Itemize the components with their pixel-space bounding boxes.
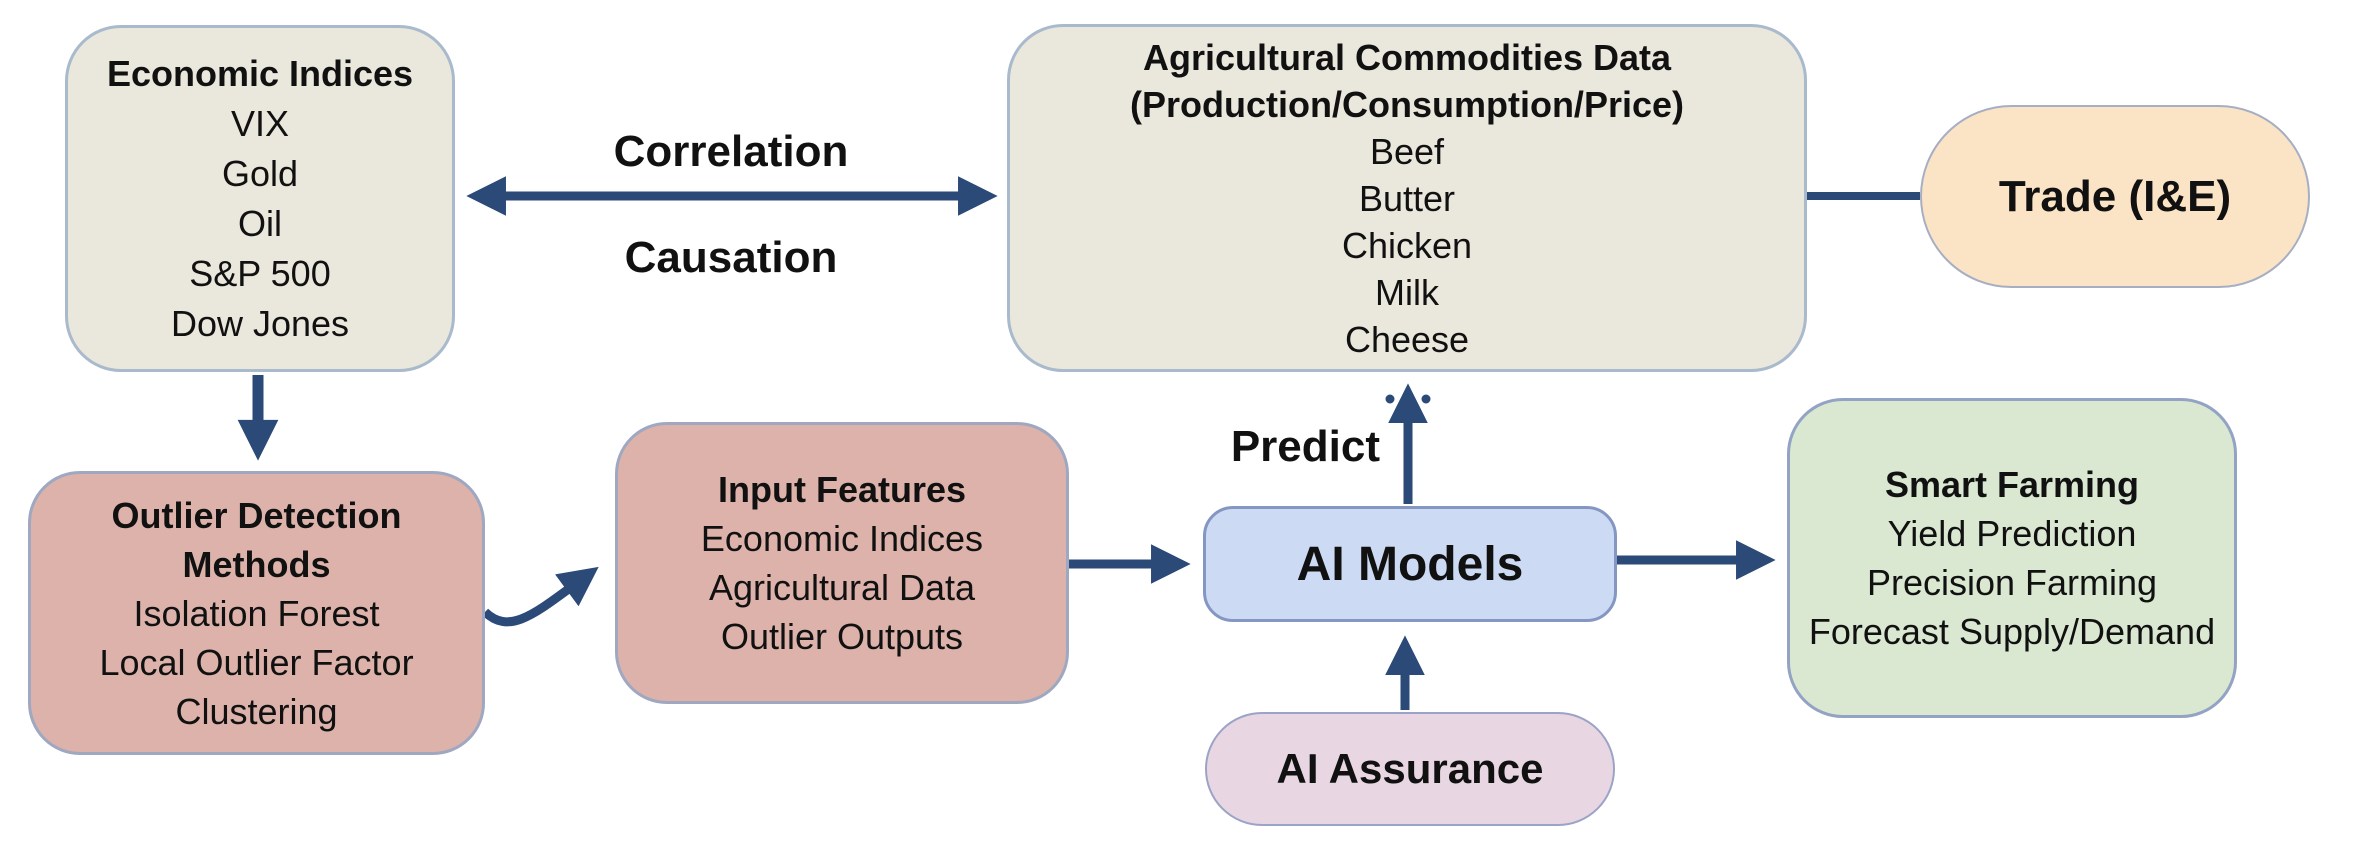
label-correlation: Correlation	[613, 127, 849, 176]
input-features-item: Agricultural Data	[708, 567, 976, 608]
node-ai-models: AI Models	[1203, 506, 1617, 622]
node-input-features: Input Features Economic Indices Agricult…	[615, 422, 1069, 704]
smart-farming-item: Precision Farming	[1866, 562, 2158, 603]
agricultural-item: Chicken	[1341, 224, 1473, 266]
economic-indices-item: Gold	[221, 152, 299, 194]
economic-indices-item: S&P 500	[189, 252, 331, 294]
outlier-detection-title: Outlier Detection Methods	[111, 494, 402, 585]
agricultural-item: Beef	[1369, 130, 1445, 172]
agricultural-item: Milk	[1375, 271, 1439, 313]
node-outlier-detection: Outlier Detection Methods Isolation Fore…	[28, 471, 485, 755]
smart-farming-item: Forecast Supply/Demand	[1808, 611, 2216, 652]
economic-indices-item: Oil	[238, 202, 282, 244]
trade-title: Trade (I&E)	[1998, 171, 2232, 221]
smart-farming-title: Smart Farming	[1884, 464, 2140, 505]
outlier-detection-item: Local Outlier Factor	[99, 641, 414, 683]
node-smart-farming: Smart Farming Yield Prediction Precision…	[1787, 398, 2237, 718]
economic-indices-item: VIX	[230, 102, 290, 144]
node-ai-assurance: AI Assurance	[1205, 712, 1615, 826]
dot-decoration-left	[1385, 394, 1395, 404]
agricultural-item: Cheese	[1344, 318, 1470, 360]
economic-indices-title: Economic Indices	[106, 52, 414, 94]
outlier-detection-item: Clustering	[175, 690, 338, 732]
ai-models-title: AI Models	[1296, 537, 1524, 591]
label-causation: Causation	[624, 233, 838, 282]
node-agricultural-commodities: Agricultural Commodities Data (Productio…	[1007, 24, 1807, 372]
node-trade: Trade (I&E)	[1920, 105, 2310, 288]
outlier-detection-item: Isolation Forest	[133, 592, 380, 634]
smart-farming-item: Yield Prediction	[1887, 513, 2137, 554]
label-predict: Predict	[1230, 422, 1380, 471]
agricultural-item: Butter	[1358, 177, 1456, 219]
input-features-item: Outlier Outputs	[720, 616, 964, 657]
ai-assurance-title: AI Assurance	[1276, 745, 1544, 792]
input-features-item: Economic Indices	[700, 518, 984, 559]
dot-decoration-right	[1421, 394, 1431, 404]
input-features-title: Input Features	[717, 469, 967, 510]
arrow-outlier-to-input-curved	[481, 566, 599, 627]
agricultural-title-line1: Agricultural Commodities Data	[1142, 36, 1672, 78]
economic-indices-item: Dow Jones	[170, 302, 350, 344]
agricultural-title-line2: (Production/Consumption/Price)	[1130, 83, 1684, 125]
node-economic-indices: Economic Indices VIX Gold Oil S&P 500 Do…	[65, 25, 455, 372]
